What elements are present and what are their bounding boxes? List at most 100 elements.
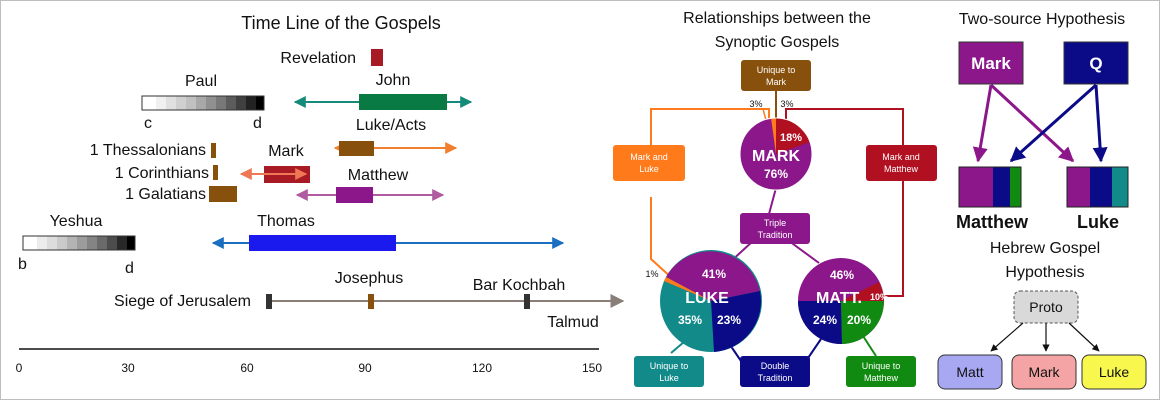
box-double-tradition: Double Tradition xyxy=(740,356,810,387)
svg-text:Matthew: Matthew xyxy=(884,164,919,174)
two-source-panel: Two-source Hypothesis Mark Q Matthew Luk… xyxy=(956,11,1129,232)
axis-tick-150: 150 xyxy=(582,361,602,375)
thomas-label: Thomas xyxy=(257,213,315,230)
svg-text:Unique to: Unique to xyxy=(862,361,901,371)
two-source-luke-label: Luke xyxy=(1077,212,1119,232)
box-unique-to-matthew: Unique to Matthew xyxy=(846,356,916,387)
luke-acts-label: Luke/Acts xyxy=(356,117,426,134)
matt-pie xyxy=(798,258,884,345)
hebrew-mark-box xyxy=(1011,354,1077,390)
hebrew-panel: Hebrew Gospel Hypothesis Proto Matt Mark… xyxy=(937,240,1147,390)
siege-marker xyxy=(266,294,272,309)
hebrew-title-line2: Hypothesis xyxy=(1005,264,1084,281)
matt-pie-name: MATT. xyxy=(816,290,862,307)
mark-right-share: 3% xyxy=(780,99,793,109)
corinthians-label: 1 Corinthians xyxy=(115,165,209,182)
box-unique-to-mark: Unique to Mark xyxy=(741,60,811,91)
yeshua-gradient-bar xyxy=(22,235,136,251)
luke-pie-triple: 41% xyxy=(702,267,726,281)
svg-text:Triple: Triple xyxy=(764,218,786,228)
corinthians-bar xyxy=(213,165,218,180)
two-source-luke-box xyxy=(1066,166,1129,208)
hebrew-mark-label: Mark xyxy=(1028,364,1060,380)
proto-to-luke-arrow xyxy=(1068,322,1100,352)
hebrew-luke-label: Luke xyxy=(1099,364,1130,380)
matt-mark-only: 10% xyxy=(870,292,888,302)
hebrew-title-line1: Hebrew Gospel xyxy=(990,240,1100,257)
mark-pie-main: 76% xyxy=(764,167,788,181)
josephus-marker xyxy=(368,294,374,309)
revelation-bar xyxy=(371,49,383,66)
thomas-bar xyxy=(249,235,396,251)
svg-text:Luke: Luke xyxy=(639,164,659,174)
two-source-matthew-label: Matthew xyxy=(956,212,1029,232)
two-source-matthew-box xyxy=(958,166,1022,208)
paul-gradient-bar xyxy=(141,95,265,111)
two-source-title: Two-source Hypothesis xyxy=(959,11,1125,28)
hebrew-matt-label: Matt xyxy=(956,364,983,380)
hebrew-matt-box xyxy=(937,354,1003,390)
mark-to-matthew-arrow xyxy=(972,84,993,163)
svg-text:Tradition: Tradition xyxy=(758,373,793,383)
luke-mark-only: 1% xyxy=(645,269,658,279)
mark-left-share: 3% xyxy=(749,99,762,109)
yeshua-start-letter: b xyxy=(18,256,27,273)
timeline-title: Time Line of the Gospels xyxy=(241,13,440,33)
triple-matt-connector xyxy=(788,240,820,264)
svg-text:Mark: Mark xyxy=(766,77,786,87)
two-source-q-label: Q xyxy=(1089,54,1102,73)
timeline-panel: Time Line of the Gospels Revelation Paul… xyxy=(16,13,625,375)
luke-pie-double: 23% xyxy=(717,313,741,327)
two-source-mark-label: Mark xyxy=(971,54,1011,73)
box-triple-tradition: Triple Tradition xyxy=(740,213,810,244)
svg-text:Tradition: Tradition xyxy=(758,230,793,240)
svg-text:Luke: Luke xyxy=(659,373,679,383)
luke-acts-bar xyxy=(339,141,374,156)
mark-matt-connector-bottom xyxy=(879,174,904,297)
paul-label: Paul xyxy=(185,73,217,90)
mark-luke-connector-bottom xyxy=(650,197,674,280)
mark-pie-mark-matt: 18% xyxy=(780,132,802,144)
hebrew-proto-label: Proto xyxy=(1029,299,1063,315)
john-label: John xyxy=(376,72,411,89)
john-bar xyxy=(359,94,447,110)
box-mark-and-matthew: Mark and Matthew xyxy=(866,145,937,181)
matt-pie-unique: 20% xyxy=(847,313,871,327)
bar-kochbah-marker xyxy=(524,294,530,309)
axis-tick-90: 90 xyxy=(358,361,372,375)
two-source-q-box xyxy=(1063,41,1129,85)
matthew-bar xyxy=(336,187,373,203)
q-to-matthew-arrow xyxy=(1009,83,1097,163)
hebrew-luke-box xyxy=(1081,354,1147,390)
mark-pie xyxy=(739,117,813,191)
thessalonians-bar xyxy=(211,143,216,158)
svg-text:Mark and: Mark and xyxy=(630,152,668,162)
synoptic-title-line1: Relationships between the xyxy=(683,10,871,27)
synoptic-title-line2: Synoptic Gospels xyxy=(715,34,840,51)
proto-to-matt-arrow xyxy=(990,322,1024,352)
svg-text:Mark and: Mark and xyxy=(882,152,920,162)
galatians-bar xyxy=(209,186,237,202)
two-source-mark-box xyxy=(958,41,1024,85)
galatians-label: 1 Galatians xyxy=(125,186,206,203)
svg-text:Matthew: Matthew xyxy=(864,373,899,383)
luke-pie-name: LUKE xyxy=(685,290,729,307)
svg-text:Double: Double xyxy=(761,361,790,371)
luke-pie xyxy=(660,250,762,352)
mark-label: Mark xyxy=(268,143,305,160)
synoptic-panel: Relationships between the Synoptic Gospe… xyxy=(613,10,937,387)
luke-pie-unique: 35% xyxy=(678,313,702,327)
bar-kochbah-label: Bar Kochbah xyxy=(473,277,566,294)
paul-start-letter: c xyxy=(144,115,152,132)
box-unique-to-luke: Unique to Luke xyxy=(634,356,704,387)
paul-end-letter: d xyxy=(253,115,262,132)
axis-tick-60: 60 xyxy=(240,361,254,375)
matt-pie-double: 24% xyxy=(813,313,837,327)
svg-text:Unique to: Unique to xyxy=(650,361,689,371)
q-to-luke-arrow xyxy=(1092,84,1108,163)
mark-triple-connector xyxy=(768,187,777,215)
talmud-label: Talmud xyxy=(547,314,599,331)
svg-text:Unique to: Unique to xyxy=(757,65,796,75)
